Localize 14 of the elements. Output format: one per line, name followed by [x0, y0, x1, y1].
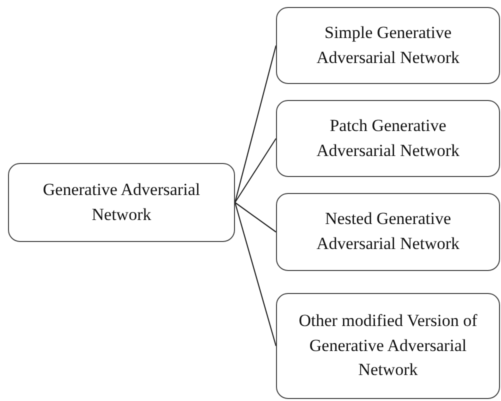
- rounded-box: [276, 293, 500, 399]
- connector-line: [234, 138, 276, 203]
- connector-line: [234, 202, 276, 232]
- rounded-box: [276, 7, 500, 84]
- rounded-box: [276, 100, 500, 177]
- node-label: Other modified Version of Generative Adversarial Network: [298, 310, 478, 382]
- connector-line: [234, 45, 277, 203]
- node-label: Simple Generative Adversarial Network: [315, 22, 461, 68]
- rounded-box: [8, 163, 235, 242]
- rounded-box: [276, 193, 500, 271]
- node-label: Patch Generative Adversarial Network: [315, 114, 461, 162]
- connector-line: [234, 202, 277, 346]
- node-label: Generative Adversarial Network: [42, 178, 202, 226]
- node-label: Nested Generative Adversarial Network: [315, 208, 461, 255]
